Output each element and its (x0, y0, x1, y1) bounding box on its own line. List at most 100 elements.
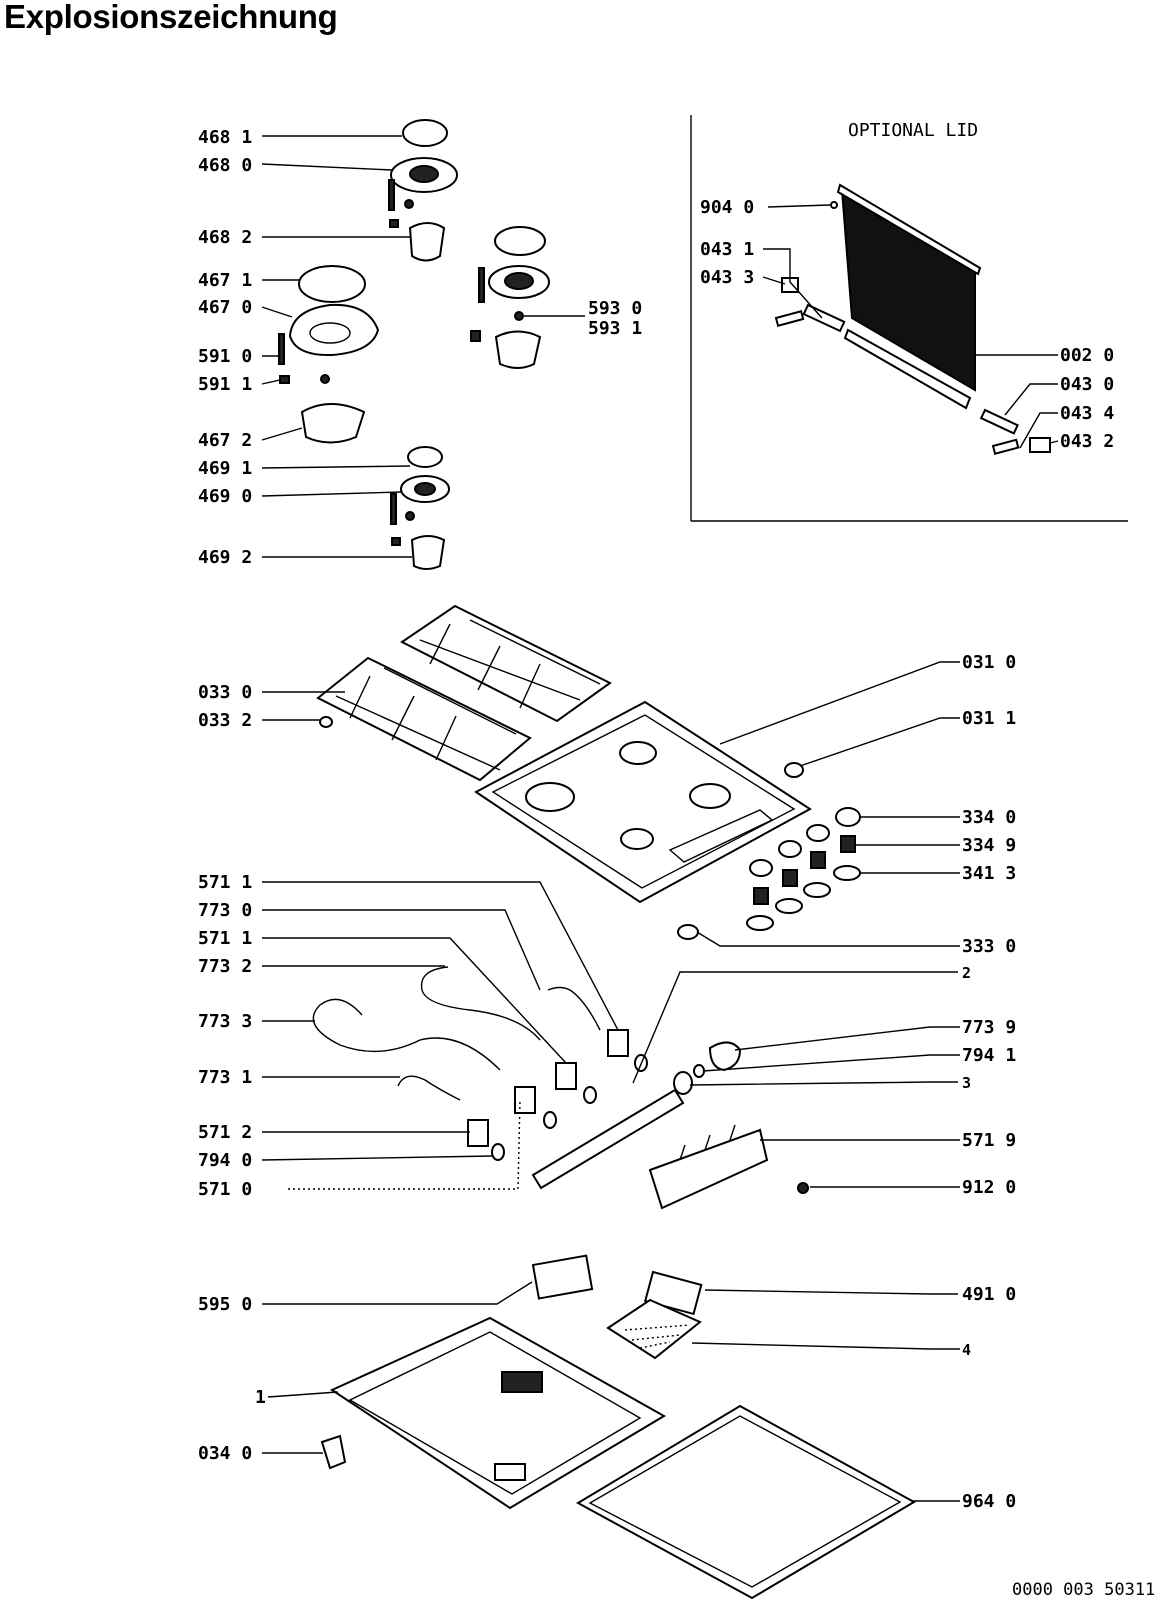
part-label: 595 0 (198, 1294, 252, 1315)
gas-pipe-part (531, 1088, 685, 1190)
burner-cup-mini-part (410, 535, 446, 570)
lid-screw-part (830, 201, 838, 209)
valve-seal-part (491, 1143, 505, 1161)
valve-seal-part (583, 1086, 597, 1104)
thermocouple-medium-part (478, 267, 485, 303)
hob-top-inner (491, 714, 796, 889)
clip-part (389, 219, 399, 228)
burner-opening-1 (525, 782, 575, 812)
part-label: 773 9 (962, 1017, 1016, 1038)
knob-bezel-part (746, 915, 774, 931)
part-label: 773 3 (198, 1011, 252, 1032)
knob-part (835, 807, 861, 827)
part-label: 043 1 (700, 239, 754, 260)
part-label: 912 0 (962, 1177, 1016, 1198)
gas-valve-part (555, 1062, 577, 1090)
part-label: 043 4 (1060, 403, 1114, 424)
gas-valve-part (467, 1119, 489, 1147)
drawing-code: 0000 003 50311 (1012, 1580, 1155, 1600)
part-label: 002 0 (1060, 345, 1114, 366)
valves-and-wiring (261, 881, 960, 1210)
part-label: 033 2 (198, 710, 252, 731)
knob-bezel-part (833, 865, 861, 881)
part-label: 469 0 (198, 486, 252, 507)
burner-cap-medium-part (494, 226, 546, 256)
part-label: 468 2 (198, 227, 252, 248)
part-label: 571 0 (198, 1179, 252, 1200)
ignition-cable-part (312, 998, 501, 1071)
injector-medium-part (514, 311, 524, 321)
part-label: 031 0 (962, 652, 1016, 673)
part-label: 593 1 (588, 318, 642, 339)
hinge-plate-part (774, 310, 805, 327)
part-label: 571 2 (198, 1122, 252, 1143)
burner-parts (261, 119, 585, 570)
part-label: 794 1 (962, 1045, 1016, 1066)
burner-head-medium-ring (504, 272, 534, 290)
part-label: 571 9 (962, 1130, 1016, 1151)
hob-top-assembly (262, 604, 960, 947)
part-label: 468 0 (198, 155, 252, 176)
burner-cap-mini-part (407, 446, 443, 468)
control-panel-strip (668, 809, 774, 863)
injector-mini-part (405, 511, 415, 521)
part-label: 773 0 (198, 900, 252, 921)
part-label: 3 (962, 1074, 971, 1092)
part-label: 034 0 (198, 1443, 252, 1464)
part-label: 334 9 (962, 835, 1016, 856)
ignition-cable-part (420, 966, 541, 1041)
injector-large-part (320, 374, 330, 384)
part-label: 043 2 (1060, 431, 1114, 452)
part-number-labels: 468 1 468 0 468 2 467 1 467 0 591 0 591 … (198, 127, 1114, 1512)
burner-opening-3 (689, 783, 731, 809)
knob-spring-part (810, 851, 826, 869)
knob-part (749, 859, 773, 877)
part-label: 491 0 (962, 1284, 1016, 1305)
gas-valve-part (514, 1086, 536, 1114)
burner-head-mini-ring (414, 482, 436, 496)
burner-cup-medium-part (494, 330, 542, 369)
burner-head-ring (409, 165, 439, 183)
switch-bar-tabs (679, 1124, 736, 1161)
pan-support-front-bars (335, 667, 517, 771)
gas-connector-box-part (531, 1254, 594, 1300)
seal-gasket-inner (588, 1415, 902, 1588)
ignition-cover-grid-part (606, 1298, 702, 1360)
clip-medium-part (470, 330, 481, 342)
part-label: 591 1 (198, 374, 252, 395)
burner-cap-small-part (402, 119, 448, 147)
pan-support-front-part (316, 656, 532, 782)
knob-part (806, 824, 830, 842)
knob-part (778, 840, 802, 858)
knob-spring-part (782, 869, 798, 887)
part-label: 043 3 (700, 267, 754, 288)
hinge-plate-right-part (991, 438, 1020, 455)
pipe-inlet-part (708, 1041, 742, 1072)
base-tray-inner (348, 1331, 642, 1495)
part-label: 033 0 (198, 682, 252, 703)
part-label: 571 1 (198, 872, 252, 893)
part-label: 794 0 (198, 1150, 252, 1171)
knob-spring-part (753, 887, 769, 905)
tray-plate-part (494, 1463, 526, 1481)
thermocouple-mini-part (390, 493, 397, 525)
ignition-cable-part (547, 986, 601, 1031)
pan-support-rear-bars (419, 619, 601, 709)
burner-opening-2 (619, 741, 657, 765)
optional-lid-panel: OPTIONAL LID (690, 115, 1128, 522)
part-label: 593 0 (588, 298, 642, 319)
part-label: 467 1 (198, 270, 252, 291)
part-label: 333 0 (962, 936, 1016, 957)
part-label: 773 2 (198, 956, 252, 977)
part-label: 468 1 (198, 127, 252, 148)
burner-head-large-ring (309, 322, 351, 344)
part-label: 467 0 (198, 297, 252, 318)
part-label: 469 1 (198, 458, 252, 479)
cover-grid-dots (624, 1324, 691, 1349)
base-assembly (262, 1254, 960, 1600)
part-label: 467 2 (198, 430, 252, 451)
part-label: 341 3 (962, 863, 1016, 884)
thermocouple-large-part (278, 333, 285, 365)
optional-lid-title: OPTIONAL LID (848, 120, 978, 141)
part-label: 591 0 (198, 346, 252, 367)
